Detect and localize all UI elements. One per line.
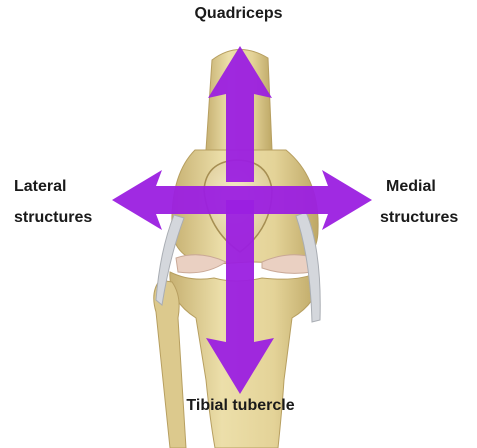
label-lateral-line1: Lateral — [14, 177, 66, 196]
label-medial-line1: Medial — [386, 177, 436, 196]
label-lateral-line2: structures — [14, 208, 92, 227]
force-arrows — [112, 46, 372, 394]
label-tibial-tubercle: Tibial tubercle — [0, 396, 477, 415]
label-medial-line2: structures — [380, 208, 458, 227]
label-quadriceps: Quadriceps — [0, 4, 477, 23]
